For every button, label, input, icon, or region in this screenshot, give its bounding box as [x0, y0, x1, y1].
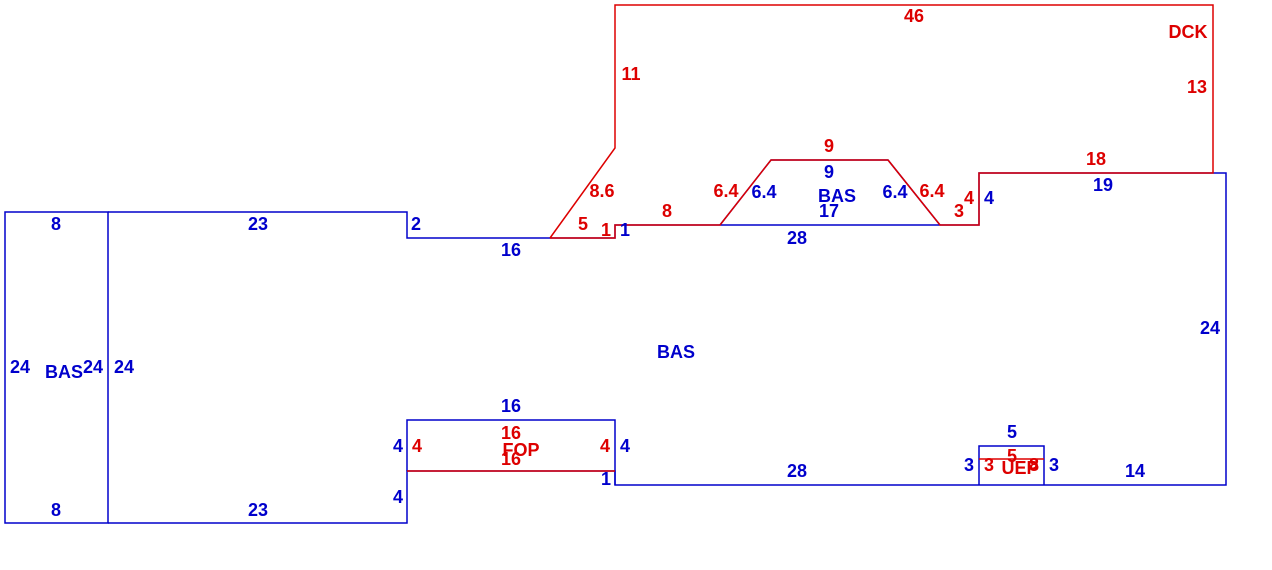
- dim-label: 4: [600, 436, 610, 456]
- dim-label: 23: [248, 500, 268, 520]
- dim-label: 24: [10, 357, 30, 377]
- dim-label: 17: [819, 201, 839, 221]
- dim-label: 18: [1086, 149, 1106, 169]
- dim-label: 16: [501, 423, 521, 443]
- fop-outline: [406, 419, 616, 485]
- dim-label: 23: [248, 214, 268, 234]
- dim-label: 13: [1187, 77, 1207, 97]
- dim-label: 3: [1049, 455, 1059, 475]
- dim-label: 1: [601, 220, 611, 240]
- dim-label: 5: [578, 214, 588, 234]
- bas-main-label: BAS: [657, 342, 695, 362]
- dim-label: 28: [787, 228, 807, 248]
- dck-outline: [549, 4, 1214, 239]
- dim-label: 4: [964, 188, 974, 208]
- uep-outline: [978, 445, 1045, 485]
- dim-label: 46: [904, 6, 924, 26]
- dim-label: 16: [501, 449, 521, 469]
- dim-label: 5: [1007, 446, 1017, 466]
- dim-label: 8: [662, 201, 672, 221]
- dim-label: 6.4: [882, 182, 907, 202]
- dim-label: 19: [1093, 175, 1113, 195]
- dim-label: 6.4: [713, 181, 738, 201]
- dim-label: 6.4: [751, 182, 776, 202]
- dim-label: 1: [601, 469, 611, 489]
- bas-bay-label: BAS: [818, 186, 856, 206]
- dim-label: 4: [412, 436, 422, 456]
- area-labels: BAS BAS BAS DCK FOP UEP: [45, 22, 1208, 478]
- bas-left-room: [4, 211, 109, 524]
- dim-label: 4: [984, 188, 994, 208]
- dim-label: 4: [620, 436, 630, 456]
- dim-label: 28: [787, 461, 807, 481]
- dim-label: 3: [984, 455, 994, 475]
- dim-label: 9: [824, 136, 834, 156]
- dim-label: 16: [501, 396, 521, 416]
- dim-label: 24: [83, 357, 103, 377]
- dim-label: 5: [1007, 422, 1017, 442]
- red-dimensions: 46 11 13 18 8.6 5 1 8 6.4 9 6.4 4 3 16 1…: [412, 6, 1207, 475]
- dim-label: 8: [51, 500, 61, 520]
- dim-label: 24: [1200, 318, 1220, 338]
- red-outlines: [407, 4, 1214, 472]
- dim-label: 2: [411, 214, 421, 234]
- dim-label: 11: [621, 64, 640, 84]
- dim-label: 3: [964, 455, 974, 475]
- dim-label: 14: [1125, 461, 1145, 481]
- dim-label: 4: [393, 436, 403, 456]
- dim-label: 16: [501, 240, 521, 260]
- blue-dimensions: 8 8 24 24 24 23 23 2 16 1 9 6.4 6.4 17 2…: [10, 162, 1220, 520]
- bas-outline: [4, 159, 1227, 524]
- dim-label: 8: [51, 214, 61, 234]
- dim-label: 8: [1029, 455, 1039, 475]
- uep-label: UEP: [1001, 458, 1038, 478]
- fop-label: FOP: [502, 440, 539, 460]
- dim-label: 8.6: [589, 181, 614, 201]
- dim-label: 1: [620, 220, 630, 240]
- dim-label: 24: [114, 357, 134, 377]
- bas-left-label: BAS: [45, 362, 83, 382]
- dim-label: 9: [824, 162, 834, 182]
- dim-label: 3: [954, 201, 964, 221]
- dim-label: 6.4: [919, 181, 944, 201]
- dck-label: DCK: [1169, 22, 1208, 42]
- dim-label: 4: [393, 487, 403, 507]
